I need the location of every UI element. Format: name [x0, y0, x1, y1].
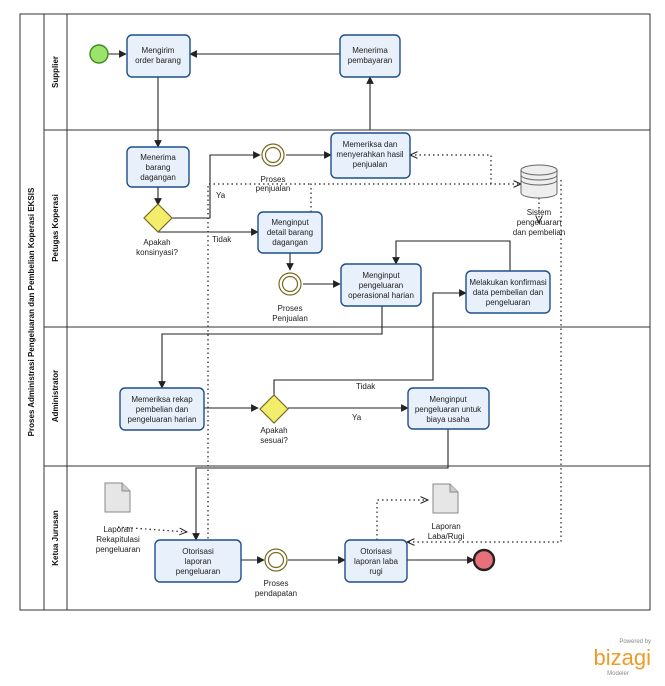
svg-text:pengeluaran: pengeluaran: [176, 567, 220, 576]
task-input-detail: Menginput detail barang dagangan: [257, 211, 323, 254]
lane-ketua: Ketua Jurusan: [51, 510, 60, 566]
task-rekap: Memeriksa rekap pembelian dan pengeluara…: [119, 387, 205, 431]
lane-supplier: Supplier: [51, 56, 60, 88]
svg-text:pembayaran: pembayaran: [348, 56, 392, 65]
svg-text:detail barang: detail barang: [267, 228, 313, 237]
svg-text:pengeluaran: pengeluaran: [96, 545, 140, 554]
end-event: [472, 548, 496, 572]
svg-text:Laporan: Laporan: [103, 525, 132, 534]
task-menerima-pembayaran: Menerima pembayaran: [339, 34, 401, 78]
svg-text:biaya usaha: biaya usaha: [426, 415, 470, 424]
svg-text:Proses: Proses: [264, 579, 289, 588]
associations: [117, 155, 562, 552]
svg-text:bizagi: bizagi: [594, 645, 651, 670]
svg-text:konsinyasi?: konsinyasi?: [136, 248, 178, 257]
svg-text:laporan: laporan: [185, 557, 212, 566]
svg-text:Apakah: Apakah: [143, 238, 170, 247]
svg-text:penjualan: penjualan: [256, 184, 291, 193]
start-event: [89, 44, 109, 64]
pool-title: Proses Administrasi Pengeluaran dan Pemb…: [27, 187, 36, 436]
svg-text:pengeluaran: pengeluaran: [486, 298, 530, 307]
svg-text:Penjualan: Penjualan: [272, 314, 308, 323]
svg-text:Apakah: Apakah: [260, 426, 287, 435]
svg-text:operasional harian: operasional harian: [348, 291, 414, 300]
flow-label-ya-2: Ya: [352, 413, 362, 422]
flow-label-tidak-1: Tidak: [212, 235, 232, 244]
svg-text:Otorisasi: Otorisasi: [360, 547, 392, 556]
svg-text:sesuai?: sesuai?: [260, 436, 288, 445]
datastore-icon: Sistem pengeluaran dan pembelian: [513, 164, 565, 237]
svg-text:menyerahkan hasil: menyerahkan hasil: [336, 150, 403, 159]
svg-text:Sistem: Sistem: [527, 208, 552, 217]
svg-text:data pembelian dan: data pembelian dan: [473, 288, 543, 297]
flow-label-tidak-2: Tidak: [356, 382, 376, 391]
event-proses-pendapatan: Proses pendapatan: [255, 548, 297, 598]
svg-text:pengeluaran: pengeluaran: [517, 218, 561, 227]
svg-text:Powered by: Powered by: [619, 639, 651, 645]
document-icon: Laporan Rekapitulasi pengeluaran: [96, 482, 140, 554]
event-proses-penjualan-1: Proses penjualan: [256, 143, 291, 193]
svg-text:Menginput: Menginput: [271, 218, 309, 227]
svg-text:rugi: rugi: [369, 567, 383, 576]
task-konfirmasi: Melakukan konfirmasi data pembelian dan …: [465, 270, 551, 314]
task-mengirim-order: Mengirim order barang: [126, 34, 191, 78]
event-proses-penjualan-2: Proses Penjualan: [272, 272, 308, 323]
svg-text:barang: barang: [146, 163, 171, 172]
task-otorisasi-pengeluaran: Otorisasi laporan pengeluaran: [154, 539, 242, 583]
svg-text:Menginput: Menginput: [429, 395, 467, 404]
task-otorisasi-laba: Otorisasi laporan laba rugi: [344, 539, 408, 583]
svg-text:pengeluaran: pengeluaran: [359, 281, 403, 290]
gateway-konsinyasi: Apakah konsinyasi?: [136, 203, 178, 257]
task-memeriksa-hasil: Memeriksa dan menyerahkan hasil penjuala…: [330, 132, 411, 179]
svg-text:Menerima: Menerima: [352, 46, 388, 55]
svg-text:dagangan: dagangan: [272, 238, 308, 247]
task-menerima-barang: Menerima barang dagangan: [126, 146, 190, 188]
flow-label-ya-1: Ya: [216, 191, 226, 200]
svg-text:Proses: Proses: [261, 175, 286, 184]
svg-text:Mengirim: Mengirim: [142, 46, 175, 55]
svg-text:Melakukan konfirmasi: Melakukan konfirmasi: [469, 278, 547, 287]
svg-text:Modeler: Modeler: [607, 671, 629, 677]
gateway-sesuai: Apakah sesuai?: [259, 394, 289, 445]
svg-text:Proses: Proses: [278, 304, 303, 313]
task-input-biaya: Menginput pengeluaran untuk biaya usaha: [407, 387, 490, 430]
svg-text:penjualan: penjualan: [353, 160, 388, 169]
svg-text:Memeriksa dan: Memeriksa dan: [343, 140, 398, 149]
svg-text:order barang: order barang: [135, 56, 181, 65]
svg-text:Laba/Rugi: Laba/Rugi: [428, 532, 465, 541]
svg-text:Memeriksa rekap: Memeriksa rekap: [131, 395, 193, 404]
svg-text:pengeluaran harian: pengeluaran harian: [128, 415, 197, 424]
svg-text:Menginput: Menginput: [362, 271, 400, 280]
svg-text:Laporan: Laporan: [431, 522, 460, 531]
svg-text:pengeluaran untuk: pengeluaran untuk: [415, 405, 482, 414]
svg-text:pendapatan: pendapatan: [255, 589, 297, 598]
svg-text:Otorisasi: Otorisasi: [182, 547, 214, 556]
svg-text:Menerima: Menerima: [140, 153, 176, 162]
svg-text:dagangan: dagangan: [140, 173, 176, 182]
task-input-operasional: Menginput pengeluaran operasional harian: [340, 263, 422, 307]
svg-text:Rekapitulasi: Rekapitulasi: [96, 535, 140, 544]
brand-logo: Powered by bizagi Modeler: [594, 639, 651, 677]
document-icon: Laporan Laba/Rugi: [428, 483, 465, 541]
lane-petugas: Petugas Koperasi: [51, 194, 60, 262]
svg-text:pembelian dan: pembelian dan: [136, 405, 188, 414]
lane-administrator: Administrator: [51, 370, 60, 422]
svg-text:laporan laba: laporan laba: [354, 557, 399, 566]
svg-text:dan pembelian: dan pembelian: [513, 228, 565, 237]
pool: Proses Administrasi Pengeluaran dan Pemb…: [19, 13, 651, 611]
